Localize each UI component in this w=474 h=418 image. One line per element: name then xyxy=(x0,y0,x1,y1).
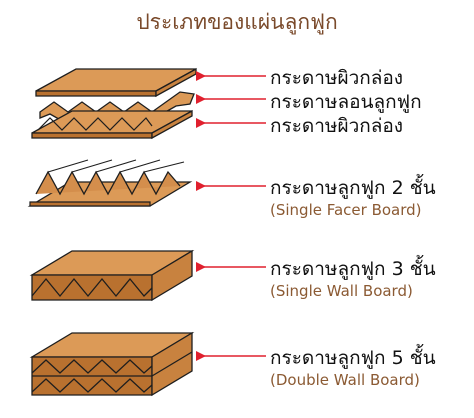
label-top-liner: กระดาษผิวกล่อง xyxy=(270,67,404,89)
label-single-wall-en: (Single Wall Board) xyxy=(270,282,413,300)
double-wall-board xyxy=(29,331,195,397)
label-double-wall: กระดาษลูกฟูก 5 ชั้น xyxy=(270,347,436,369)
diagram-title: ประเภทของแผ่นลูกฟูก xyxy=(136,10,338,34)
top-liner-edge xyxy=(35,90,157,97)
label-fluting-medium: กระดาษลอนลูกฟูก xyxy=(270,91,422,113)
label-bottom-liner: กระดาษผิวกล่อง xyxy=(270,115,404,137)
single-facer-board xyxy=(27,159,193,207)
pointer-arrows xyxy=(196,71,266,361)
label-single-wall: กระดาษลูกฟูก 3 ชั้น xyxy=(270,258,436,280)
label-single-facer: กระดาษลูกฟูก 2 ชั้น xyxy=(270,177,436,199)
single-wall-board xyxy=(29,249,195,302)
exploded-layers xyxy=(31,67,197,140)
label-single-facer-en: (Single Facer Board) xyxy=(270,201,422,219)
label-double-wall-en: (Double Wall Board) xyxy=(270,371,420,389)
